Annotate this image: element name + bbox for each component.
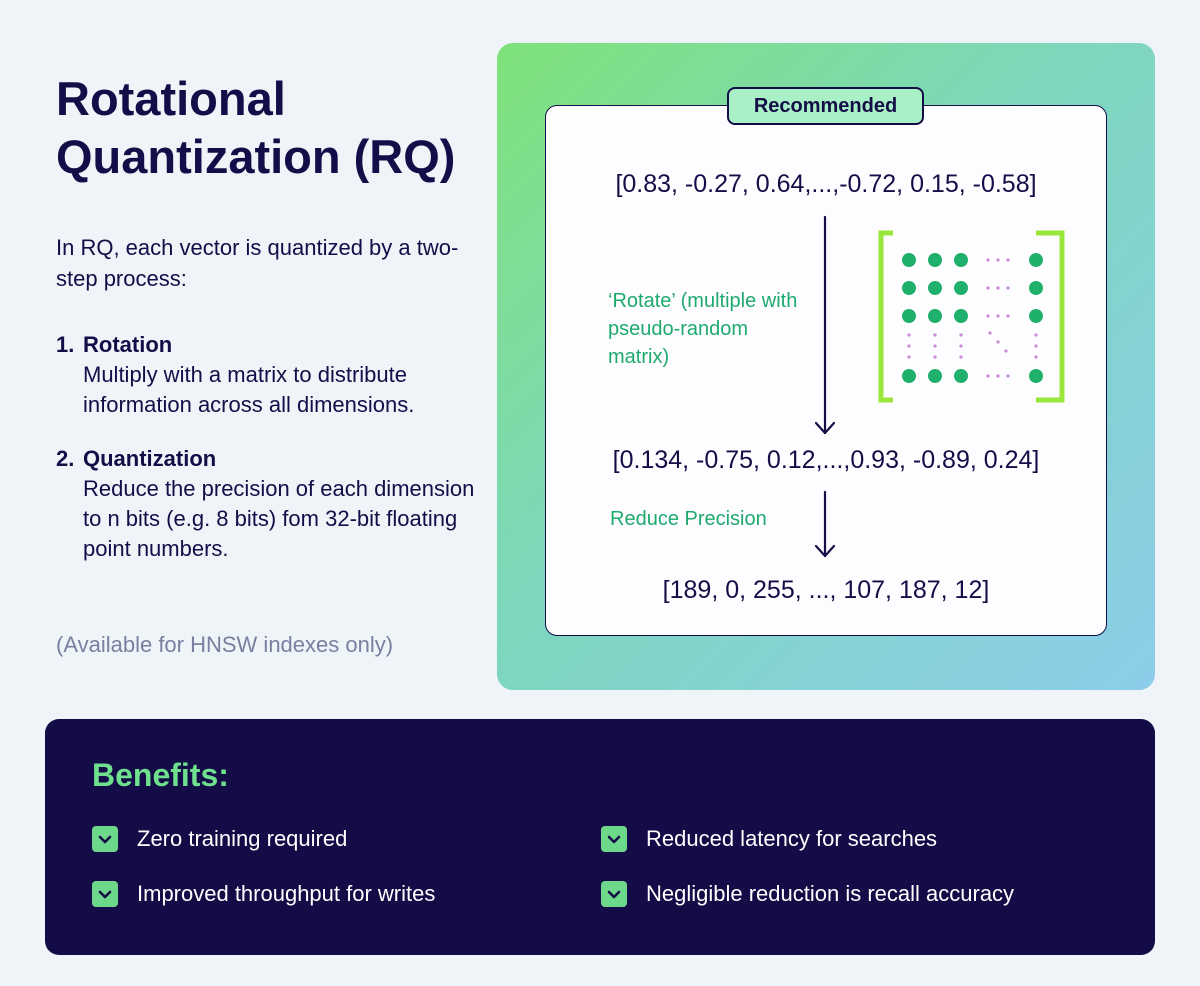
step-quantization: 2. Quantization Reduce the precision of … — [56, 444, 486, 564]
benefit-item: Zero training required — [92, 824, 347, 854]
steps-list: 1. Rotation Multiply with a matrix to di… — [56, 330, 486, 588]
benefit-text: Reduced latency for searches — [646, 826, 938, 851]
availability-note: (Available for HNSW indexes only) — [56, 632, 394, 657]
page-title: Rotational Quantization (RQ) — [56, 70, 476, 186]
benefit-item: Improved throughput for writes — [92, 879, 435, 909]
step-rotation: 1. Rotation Multiply with a matrix to di… — [56, 330, 486, 420]
benefit-text: Zero training required — [137, 826, 348, 851]
benefit-text: Negligible reduction is recall accuracy — [646, 881, 1015, 906]
reduce-precision-label: Reduce Precision — [610, 508, 767, 530]
step-number: 2. — [56, 446, 75, 471]
step-description: Multiply with a matrix to distribute inf… — [83, 362, 415, 417]
down-arrow-icon — [814, 215, 836, 435]
step-description: Reduce the precision of each dimension t… — [83, 476, 475, 561]
recommended-badge: Recommended — [727, 87, 924, 125]
benefits-title: Benefits: — [92, 757, 229, 793]
down-arrow-icon — [814, 490, 836, 558]
title-line-1: Rotational — [56, 72, 286, 125]
checkbox-checked-icon — [601, 826, 627, 852]
checkbox-checked-icon — [92, 881, 118, 907]
matrix-icon — [878, 230, 1065, 403]
step-title: Quantization — [83, 446, 217, 471]
step-title: Rotation — [83, 332, 173, 357]
intro-text: In RQ, each vector is quantized by a two… — [56, 235, 459, 291]
benefits-panel — [45, 719, 1155, 955]
step-number: 1. — [56, 332, 75, 357]
benefit-text: Improved throughput for writes — [137, 881, 436, 906]
vector-original: [0.83, -0.27, 0.64,...,-0.72, 0.15, -0.5… — [615, 170, 1037, 198]
checkbox-checked-icon — [92, 826, 118, 852]
title-line-2: Quantization (RQ) — [56, 130, 456, 183]
benefit-item: Reduced latency for searches — [601, 824, 937, 854]
checkbox-checked-icon — [601, 881, 627, 907]
vector-rotated: [0.134, -0.75, 0.12,...,0.93, -0.89, 0.2… — [612, 446, 1040, 474]
benefit-item: Negligible reduction is recall accuracy — [601, 879, 1014, 909]
vector-quantized: [189, 0, 255, ..., 107, 187, 12] — [662, 576, 990, 604]
rotate-label: ‘Rotate’ (multiple with pseudo-random ma… — [608, 290, 798, 368]
